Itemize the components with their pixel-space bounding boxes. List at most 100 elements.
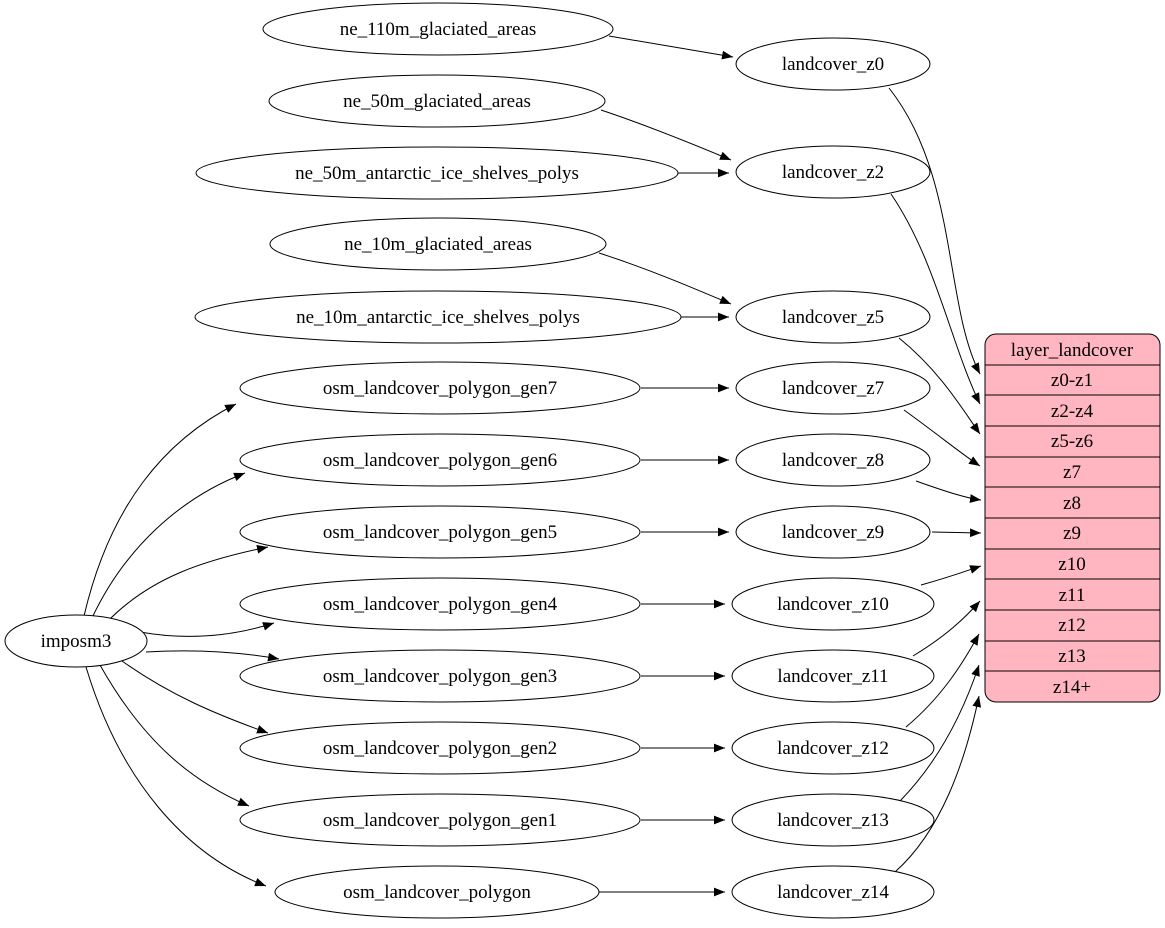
edge-landcover-z2-to-row-z2-z4 (890, 193, 981, 405)
table-row-z2-z4: z2-z4 (1051, 401, 1094, 422)
node-landcover-z5: landcover_z5 (735, 290, 931, 344)
landcover-z14-shape (731, 865, 935, 919)
edge-imposm3-to-gen6 (91, 472, 246, 619)
edge-imposm3-to-gen3 (145, 650, 280, 662)
ne-10m-glaciated-areas-shape (269, 217, 607, 271)
table-row-z11: z11 (1059, 585, 1086, 606)
landcover-z5-shape (735, 290, 931, 344)
edge-imposm3-to-gen1 (99, 664, 250, 807)
landcover-z10-label: landcover_z10 (777, 594, 889, 615)
osm-landcover-polygon-gen6-shape (239, 433, 641, 487)
edge-imposm3-to-gen2 (121, 660, 269, 734)
edge-landcover-z11-to-row-z11 (912, 600, 981, 657)
edge-landcover-z12-to-row-z12 (905, 633, 980, 728)
node-landcover-z12: landcover_z12 (731, 721, 935, 775)
edge-ne-10m-glaciated-areas-to-landcover-z5 (598, 252, 732, 305)
node-landcover-z14: landcover_z14 (731, 865, 935, 919)
node-landcover-z8: landcover_z8 (735, 433, 931, 487)
layer-landcover-title: layer_landcover (1011, 340, 1134, 361)
node-landcover-z10: landcover_z10 (731, 577, 935, 631)
ne-50m-antarctic-ice-shelves-polys-label: ne_50m_antarctic_ice_shelves_polys (295, 163, 579, 184)
table-row-z5-z6: z5-z6 (1051, 431, 1093, 452)
edge-landcover-z13-to-row-z13 (899, 664, 980, 802)
osm-landcover-polygon-gen6-label: osm_landcover_polygon_gen6 (323, 450, 557, 471)
edge-imposm3-to-gen7 (83, 403, 237, 617)
osm-landcover-polygon-shape (274, 865, 600, 919)
node-landcover-z7: landcover_z7 (735, 361, 931, 415)
node-landcover-z0: landcover_z0 (735, 37, 931, 91)
table-row-z8: z8 (1063, 493, 1081, 514)
node-osm-landcover-polygon-gen2: osm_landcover_polygon_gen2 (239, 721, 641, 775)
osm-landcover-polygon-gen7-label: osm_landcover_polygon_gen7 (323, 378, 557, 399)
landcover-z14-label: landcover_z14 (777, 882, 889, 903)
node-layer-landcover: layer_landcover z0-z1 z2-z4 z5-z6 z7 z8 … (984, 333, 1161, 703)
edge-landcover-z7-to-row-z7 (903, 409, 981, 467)
node-osm-landcover-polygon-gen3: osm_landcover_polygon_gen3 (239, 649, 641, 703)
node-imposm3: imposm3 (4, 614, 148, 668)
landcover-z13-shape (731, 793, 935, 847)
edge-group (83, 35, 982, 897)
table-row-z12: z12 (1058, 615, 1085, 636)
table-row-z13: z13 (1058, 646, 1085, 667)
node-osm-landcover-polygon-gen4: osm_landcover_polygon_gen4 (239, 577, 641, 631)
osm-landcover-polygon-gen7-shape (239, 361, 641, 415)
node-osm-landcover-polygon-gen5: osm_landcover_polygon_gen5 (239, 505, 641, 559)
ne-10m-antarctic-ice-shelves-polys-shape (194, 290, 682, 344)
landcover-z11-label: landcover_z11 (777, 666, 888, 687)
edge-ne-50m-glaciated-areas-to-landcover-z2 (600, 109, 732, 161)
landcover-z7-shape (735, 361, 931, 415)
osm-landcover-polygon-gen3-label: osm_landcover_polygon_gen3 (323, 666, 557, 687)
landcover-z8-label: landcover_z8 (782, 450, 884, 471)
ne-10m-glaciated-areas-label: ne_10m_glaciated_areas (344, 234, 532, 255)
table-row-z0-z1: z0-z1 (1051, 370, 1093, 391)
node-ne-110m-glaciated-areas: ne_110m_glaciated_areas (262, 2, 614, 56)
landcover-z13-label: landcover_z13 (777, 810, 889, 831)
edge-imposm3-to-gen5 (105, 544, 269, 624)
osm-landcover-polygon-gen2-label: osm_landcover_polygon_gen2 (323, 738, 557, 759)
edge-landcover-z5-to-row-z5-z6 (898, 337, 981, 435)
ne-50m-antarctic-ice-shelves-polys-shape (195, 146, 679, 200)
node-ne-50m-antarctic-ice-shelves-polys: ne_50m_antarctic_ice_shelves_polys (195, 146, 679, 200)
table-row-z14plus: z14+ (1053, 677, 1091, 698)
landcover-z7-label: landcover_z7 (782, 378, 884, 399)
edge-imposm3-to-osm-landcover-polygon (85, 666, 267, 887)
node-landcover-z2: landcover_z2 (735, 145, 931, 199)
node-osm-landcover-polygon-gen1: osm_landcover_polygon_gen1 (239, 793, 641, 847)
node-landcover-z11: landcover_z11 (731, 649, 935, 703)
ne-110m-glaciated-areas-label: ne_110m_glaciated_areas (340, 19, 537, 40)
osm-landcover-polygon-gen3-shape (239, 649, 641, 703)
node-osm-landcover-polygon: osm_landcover_polygon (274, 865, 600, 919)
edge-landcover-z0-to-row-z0-z1 (888, 87, 981, 375)
edge-landcover-z8-to-row-z8 (915, 480, 982, 503)
landcover-z9-shape (735, 505, 931, 559)
edge-ne-110m-glaciated-areas-to-landcover-z0 (608, 35, 734, 60)
landcover-z5-label: landcover_z5 (782, 307, 884, 328)
osm-landcover-polygon-gen5-shape (239, 505, 641, 559)
landcover-z11-shape (731, 649, 935, 703)
edge-landcover-z14-to-row-z14plus (894, 695, 982, 873)
node-landcover-z13: landcover_z13 (731, 793, 935, 847)
node-ne-10m-glaciated-areas: ne_10m_glaciated_areas (269, 217, 607, 271)
landcover-z12-shape (731, 721, 935, 775)
node-ne-50m-glaciated-areas: ne_50m_glaciated_areas (268, 74, 606, 128)
landcover-z2-label: landcover_z2 (782, 162, 884, 183)
edge-landcover-z9-to-row-z9 (931, 528, 982, 538)
osm-landcover-polygon-gen2-shape (239, 721, 641, 775)
ne-110m-glaciated-areas-shape (262, 2, 614, 56)
landcover-z0-label: landcover_z0 (782, 54, 884, 75)
table-row-z10: z10 (1058, 554, 1085, 575)
edge-imposm3-to-gen4 (139, 622, 275, 637)
node-osm-landcover-polygon-gen6: osm_landcover_polygon_gen6 (239, 433, 641, 487)
landcover-z0-shape (735, 37, 931, 91)
table-row-z7: z7 (1063, 462, 1081, 483)
node-ne-10m-antarctic-ice-shelves-polys: ne_10m_antarctic_ice_shelves_polys (194, 290, 682, 344)
landcover-z12-label: landcover_z12 (777, 738, 889, 759)
ne-50m-glaciated-areas-label: ne_50m_glaciated_areas (343, 91, 531, 112)
imposm3-shape (4, 614, 148, 668)
osm-landcover-polygon-gen4-label: osm_landcover_polygon_gen4 (323, 594, 558, 615)
landcover-z10-shape (731, 577, 935, 631)
node-landcover-z9: landcover_z9 (735, 505, 931, 559)
edge-landcover-z10-to-row-z10 (920, 565, 982, 586)
